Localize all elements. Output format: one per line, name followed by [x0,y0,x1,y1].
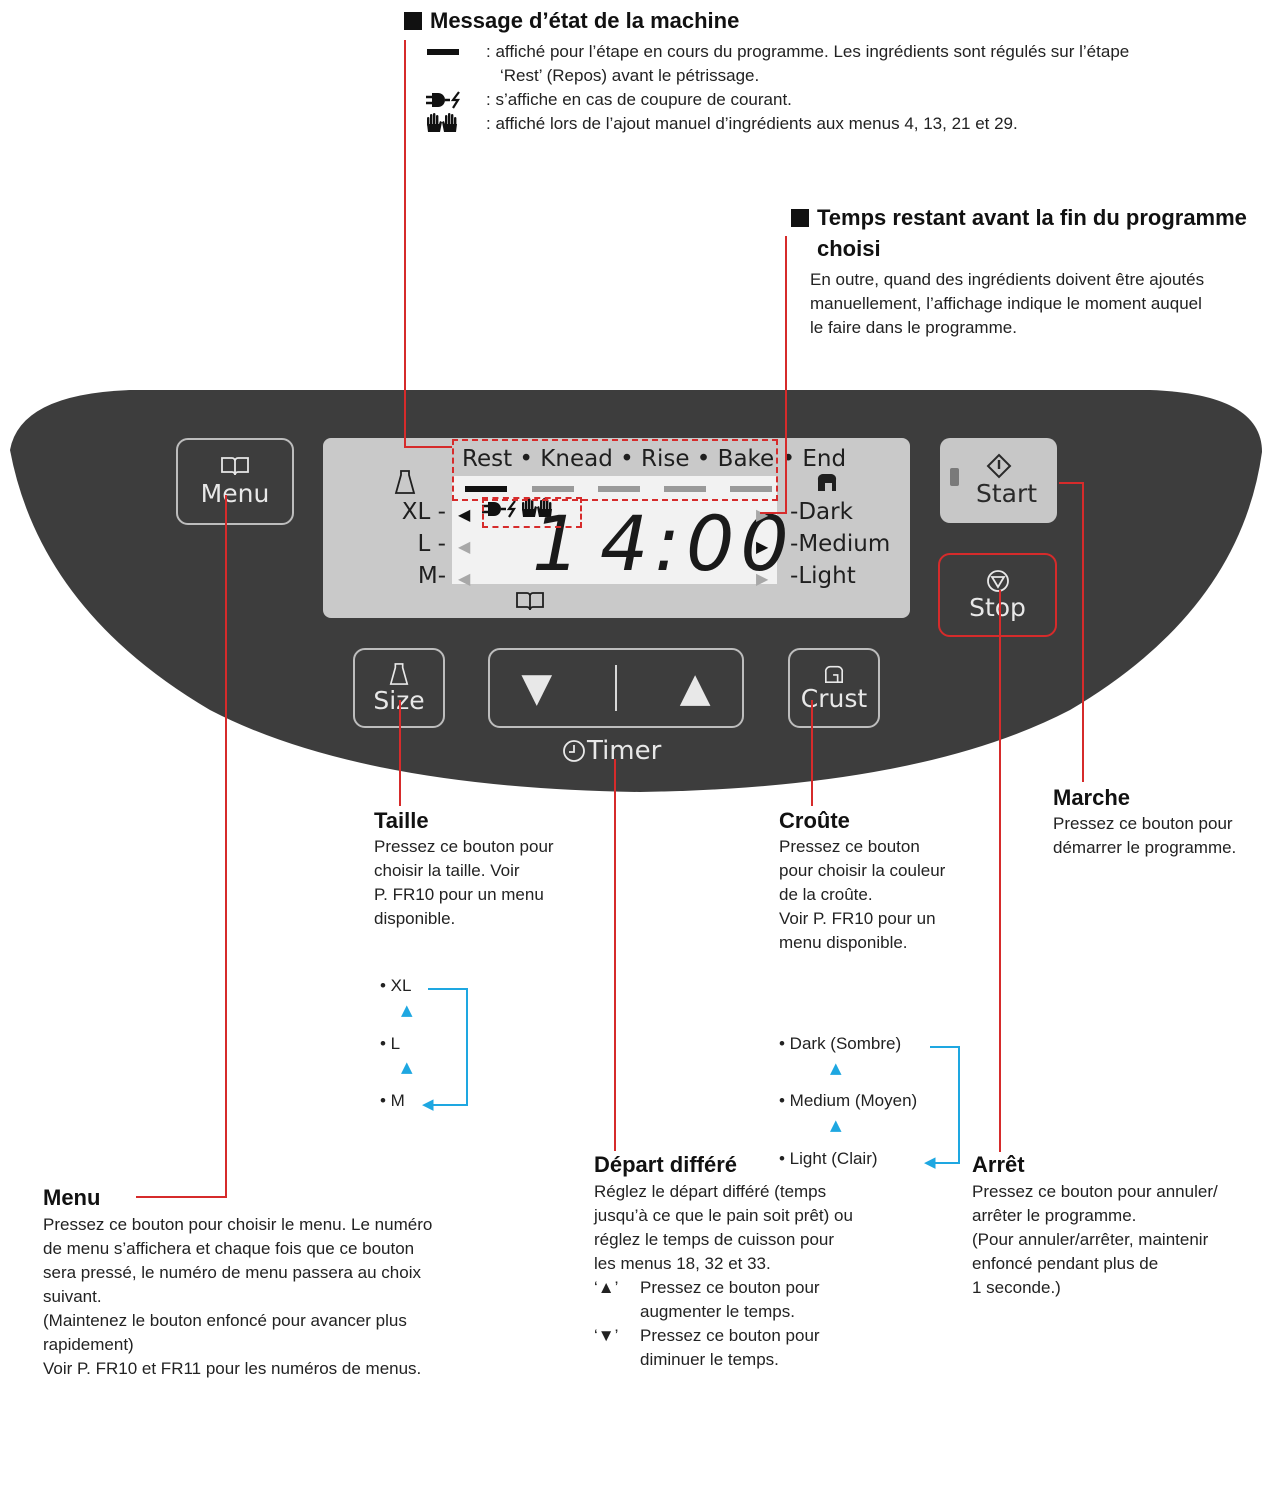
size-indicators: ◀◀◀ [458,505,471,588]
timer-label: Timer [561,736,661,766]
arrow-left-icon: ◀ [924,1153,936,1171]
remaining-time-body: En outre, quand des ingrédients doivent … [810,270,1205,337]
leader-line [399,700,401,806]
menu-section-title: Menu [43,1185,101,1210]
status-message-body: : affiché pour l’étape en cours du progr… [424,40,1129,136]
arrow-up-icon: ▲ [830,1116,842,1134]
stage-bar-end [730,486,772,492]
cycle-line [958,1046,960,1164]
crust-labels: -Dark -Medium -Light [790,499,891,589]
progress-bar-icon [427,49,459,55]
arrow-up-icon: ▲ [401,1001,413,1019]
cycle-line [428,988,468,990]
leader-line [760,512,787,514]
crust-option-light: • Light (Clair) [779,1149,878,1168]
leader-line [225,495,227,1197]
crust-indicators: ▶▶▶ [756,505,769,588]
time-readout: 4:00 [600,499,795,588]
bread-icon [817,473,837,491]
lcd-screen [452,476,777,584]
leader-line [404,446,452,448]
menu-section-body: Pressez ce bouton pour choisir le menu. … [43,1215,433,1378]
timer-up-button[interactable]: ▲ [679,665,711,711]
arrow-up-icon: ▲ [830,1059,842,1077]
stage-bar-bake [664,486,706,492]
timer-section-body: Réglez le départ différé (temps jusqu’à … [594,1182,853,1273]
timer-buttons: ▼ ▲ [488,648,744,728]
size-option-xl: • XL [380,976,412,995]
start-section-body: Pressez ce bouton pour démarrer le progr… [1053,814,1237,857]
status-message-title: Message d’état de la machine [404,8,739,34]
cycle-line [930,1046,960,1048]
crust-section-title: Croûte [779,808,850,833]
size-labels: XL - L - M- [401,499,446,589]
hands-icon [427,113,457,132]
remaining-time-title-cont: choisi [817,236,881,261]
stage-bar-knead [532,486,574,492]
cycle-line [432,1104,468,1106]
leader-line [1082,482,1084,782]
stage-bar-rise [598,486,640,492]
timer-down-button[interactable]: ▼ [521,665,553,711]
stage-highlight [452,439,778,501]
book-icon [221,457,249,476]
size-section-body: Pressez ce bouton pour choisir la taille… [374,837,554,928]
leader-line [811,700,813,806]
timer-up-desc: ‘▲’ Pressez ce bouton pour augmenter le … [594,1278,820,1369]
power-failure-icon [482,500,516,518]
divider [614,665,617,711]
square-bullet-icon [404,12,422,30]
stop-icon [986,569,1009,592]
leader-line [1059,482,1083,484]
size-section-title: Taille [374,808,429,833]
menu-number-readout: 1 [532,499,581,588]
crust-option-dark: • Dark (Sombre) [779,1034,902,1053]
leader-line [999,590,1001,1152]
leader-line [136,1196,227,1198]
size-option-l: • L [380,1034,401,1053]
menu-button[interactable]: Menu [176,438,294,525]
hands-icon [522,498,552,517]
leader-line [404,40,406,448]
bread-icon [824,665,844,683]
leader-line [785,236,787,513]
arrow-up-icon: ▲ [401,1058,413,1076]
timer-section-title: Départ différé [594,1152,738,1177]
crust-button[interactable]: Crust [788,648,880,728]
cycle-line [934,1162,960,1164]
stage-bar-rest [465,486,507,492]
stop-section-body: Pressez ce bouton pour annuler/ arrêter … [972,1182,1218,1297]
size-weight-icon [389,662,409,685]
remaining-time-title: Temps restant avant la fin du programme [791,205,1247,231]
square-bullet-icon [791,209,809,227]
arrow-left-icon: ◀ [422,1095,434,1113]
start-section-title: Marche [1053,785,1131,810]
start-indicator-led [950,468,959,486]
clock-icon [563,740,585,762]
crust-option-medium: • Medium (Moyen) [779,1091,918,1110]
stop-section-title: Arrêt [972,1152,1025,1177]
start-icon [986,453,1011,479]
cycle-line [466,988,468,1106]
leader-line [614,759,616,1151]
size-weight-icon [394,470,416,494]
start-button[interactable]: Start [940,438,1057,523]
size-option-m: • M [380,1091,405,1110]
stage-labels: Rest • Knead • Rise • Bake • End [462,446,847,472]
icons-highlight [482,497,582,528]
stop-button[interactable]: Stop [938,553,1057,637]
crust-section-body: Pressez ce bouton pour choisir la couleu… [779,837,946,952]
power-failure-icon [426,91,460,109]
book-icon [516,592,544,611]
